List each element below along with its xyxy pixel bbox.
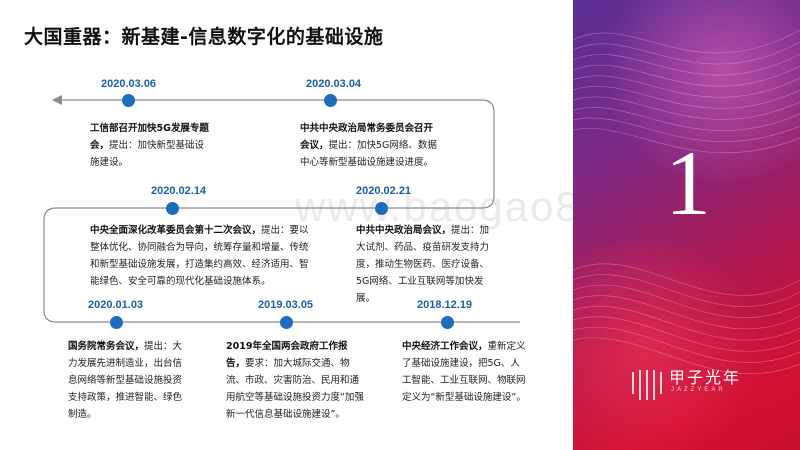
event-title: 工信部召开加快5G发展专题会， <box>90 123 209 151</box>
event-title: 中共中央政治局常务委员会召开会议， <box>300 123 434 151</box>
event-date: 2020.02.14 <box>151 185 207 197</box>
event-description: 工信部召开加快5G发展专题会，提出：加快新型基础设施建设。 <box>90 120 210 171</box>
event-title: 中央经济工作会议， <box>402 341 488 352</box>
event-text: 提出：加快新型基础设施建设。 <box>90 140 205 168</box>
event-text: 要求：加大城际交通、物流、市政、灾害防治、民用和通用航空等基础设施投资力度“加强… <box>226 358 364 420</box>
event-title: 中央全面深化改革委员会第十二次会议， <box>90 225 262 236</box>
logo-name: 甲子光年 <box>669 368 742 387</box>
logo-icon <box>632 370 662 400</box>
event-date: 2020.03.04 <box>306 78 362 90</box>
event-date: 2019.03.05 <box>258 299 314 311</box>
event-title: 中共中央政治局会议， <box>356 225 452 236</box>
timeline-dot <box>110 316 123 329</box>
event-description: 中共中央政治局会议，提出：加大试剂、药品、疫苗研发支持力度，推动生物医药、医疗设… <box>356 222 491 307</box>
event-description: 国务院常务会议，提出：大力发展先进制造业，出台信息网络等新型基础设施投资支持政策… <box>68 338 190 423</box>
logo-subtitle: JAZZYEAR <box>671 387 726 393</box>
timeline-dot <box>441 316 454 329</box>
event-date: 2020.01.03 <box>88 299 144 311</box>
event-date: 2018.12.19 <box>417 299 473 311</box>
section-number: 1 <box>665 132 711 234</box>
arrow-left-icon <box>52 95 62 105</box>
page-title: 大国重器：新基建-信息数字化的基础设施 <box>24 26 384 48</box>
event-text: 重新定义了基础设施建设，把5G、人工智能、工业互联网、物联网定义为“新型基础设施… <box>402 341 526 403</box>
event-text: 提出：加大试剂、药品、疫苗研发支持力度，推动生物医药、医疗设备、5G网络、工业互… <box>356 225 490 304</box>
wave-lines-decoration <box>573 29 800 375</box>
event-description: 中央全面深化改革委员会第十二次会议，提出：要以整体优化、协同融合为导向，统筹存量… <box>90 222 312 290</box>
timeline-dot <box>166 202 179 215</box>
event-date: 2020.02.21 <box>356 185 412 197</box>
event-title: 国务院常务会议， <box>68 341 145 352</box>
timeline-dot <box>280 316 293 329</box>
timeline-dot <box>375 202 388 215</box>
side-panel <box>573 0 800 450</box>
event-text: 提出：大力发展先进制造业，出台信息网络等新型基础设施投资支持政策，推进智能、绿色… <box>68 341 183 420</box>
timeline-dot <box>122 94 135 107</box>
event-description: 中央经济工作会议，重新定义了基础设施建设，把5G、人工智能、工业互联网、物联网定… <box>402 338 527 406</box>
event-date: 2020.03.06 <box>101 78 157 90</box>
event-description: 中共中央政治局常务委员会召开会议，提出：加快5G网络、数据中心等新型基础设施建设… <box>300 120 440 171</box>
event-title: 2019年全国两会政府工作报告， <box>226 341 348 369</box>
event-description: 2019年全国两会政府工作报告，要求：加大城际交通、物流、市政、灾害防治、民用和… <box>226 338 366 423</box>
timeline-dot <box>324 94 337 107</box>
event-text: 提出：加快5G网络、数据中心等新型基础设施建设进度。 <box>300 140 437 168</box>
event-text: 提出：要以整体优化、协同融合为导向，统筹存量和增量、传统和新型基础设施发展，打造… <box>90 225 309 287</box>
